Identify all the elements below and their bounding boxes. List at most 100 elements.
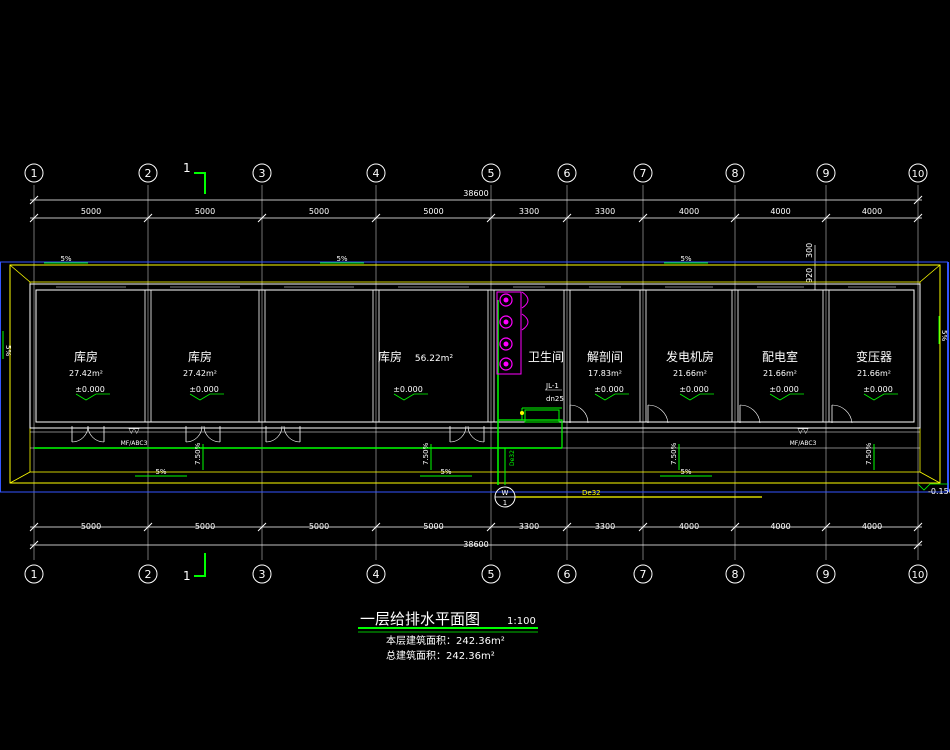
elevation-mark xyxy=(917,483,948,491)
dimension-tick xyxy=(143,522,153,532)
grid-bubble xyxy=(725,163,745,183)
partition-wall xyxy=(822,289,830,423)
dimension-span: 5000 xyxy=(309,522,329,531)
grid-bubble xyxy=(24,564,44,584)
door-swing xyxy=(831,404,853,424)
riser-label: JL-1 xyxy=(545,382,559,390)
grid-bubble xyxy=(557,564,577,584)
toilet-bowl xyxy=(499,337,513,351)
door-swing xyxy=(569,404,589,424)
dimension-tick xyxy=(371,522,381,532)
grid-axis-label: 4 xyxy=(373,167,380,180)
room-elevation: ±0.000 xyxy=(393,385,423,394)
dimension-tick xyxy=(29,540,39,550)
dimension-tick xyxy=(143,213,153,223)
elevation-mark xyxy=(769,393,804,401)
grid-axis-label: 5 xyxy=(488,568,495,581)
slope-label: 5% xyxy=(4,345,12,356)
room-area: 21.66m² xyxy=(857,369,891,378)
dimension-tick xyxy=(913,213,923,223)
dimension-tick xyxy=(29,195,39,205)
dimension-span: 3300 xyxy=(519,207,539,216)
grid-axis-label: 3 xyxy=(259,568,266,581)
grid-axis-label: 8 xyxy=(732,167,739,180)
dimension-tick xyxy=(730,213,740,223)
section-mark-line xyxy=(194,172,206,194)
dimension-span: 5000 xyxy=(195,522,215,531)
slope-label: 5% xyxy=(60,255,71,263)
grid-bubble xyxy=(908,163,928,183)
dimension-span: 5000 xyxy=(81,522,101,531)
dimension-vertical: 920 xyxy=(805,268,814,283)
room-name: 解剖间 xyxy=(587,350,623,364)
elevation-mark xyxy=(75,393,110,401)
dimension-span: 4000 xyxy=(770,522,790,531)
urinal xyxy=(521,313,529,331)
ramp-slope-label: 7.50% xyxy=(194,442,202,465)
room-elevation: ±0.000 xyxy=(75,385,105,394)
room-name: 库房 xyxy=(378,349,402,364)
toilet-bowl xyxy=(499,293,513,307)
dimension-span: 4000 xyxy=(679,207,699,216)
exterior-wall xyxy=(29,283,921,429)
grid-axis-label: 4 xyxy=(373,568,380,581)
section-mark-line xyxy=(194,553,206,577)
door-swing xyxy=(647,404,669,424)
dimension-tick xyxy=(29,213,39,223)
riser-size-label: dn25 xyxy=(546,395,564,403)
drawing-title: 一层给排水平面图 xyxy=(360,610,480,628)
room-elevation: ±0.000 xyxy=(189,385,219,394)
eave-hip xyxy=(9,264,31,283)
elevation-mark xyxy=(679,393,714,401)
fire-extinguisher-icon: ▽▽ xyxy=(798,427,809,435)
grid-bubble xyxy=(252,163,272,183)
ramp-slope-label: 7.50% xyxy=(865,442,873,465)
grid-axis-label: 9 xyxy=(823,167,830,180)
slope-label: 5% xyxy=(440,468,451,476)
drawing-scale: 1:100 xyxy=(507,616,536,627)
grid-axis-label: 1 xyxy=(31,167,38,180)
ramp-slope-label: 7.50% xyxy=(422,442,430,465)
dimension-tick xyxy=(562,522,572,532)
dimension-tick xyxy=(371,213,381,223)
room-name: 库房 xyxy=(188,349,212,364)
toilet-drain xyxy=(503,319,509,325)
elevation-mark xyxy=(393,393,428,401)
partition-wall xyxy=(731,289,739,423)
grid-axis-label: 10 xyxy=(912,169,925,180)
ramp-slope-label: 7.50% xyxy=(670,442,678,465)
partition-wall xyxy=(258,289,266,423)
eave-hip xyxy=(9,471,31,484)
grid-bubble xyxy=(138,564,158,584)
riser-point xyxy=(520,411,524,415)
dimension-total: 38600 xyxy=(463,540,488,549)
room-name: 发电机房 xyxy=(666,349,714,364)
grid-axis-label: 2 xyxy=(145,568,152,581)
grid-axis-label: 1 xyxy=(31,568,38,581)
eave-hip xyxy=(919,264,941,283)
slope-label: 5% xyxy=(155,468,166,476)
partition-wall xyxy=(639,289,647,423)
slope-label: 5% xyxy=(680,468,691,476)
door-swing xyxy=(467,425,485,443)
dimension-span: 5000 xyxy=(423,207,443,216)
grid-axis-label: 7 xyxy=(640,568,647,581)
room-name: 配电室 xyxy=(762,349,798,364)
grid-axis-label: 2 xyxy=(145,167,152,180)
fire-extinguisher-icon: ▽▽ xyxy=(129,427,140,435)
elevation-mark xyxy=(863,393,898,401)
dimension-tick xyxy=(638,213,648,223)
supply-pipe-label: De32 xyxy=(582,489,601,497)
partition-wall xyxy=(372,289,380,423)
grid-bubble xyxy=(252,564,272,584)
partition-wall xyxy=(563,289,571,423)
grid-bubble xyxy=(366,564,386,584)
dimension-tick xyxy=(562,213,572,223)
door-swing xyxy=(739,404,761,424)
grid-bubble xyxy=(908,564,928,584)
exterior-wall xyxy=(35,289,915,423)
grid-bubble xyxy=(481,163,501,183)
